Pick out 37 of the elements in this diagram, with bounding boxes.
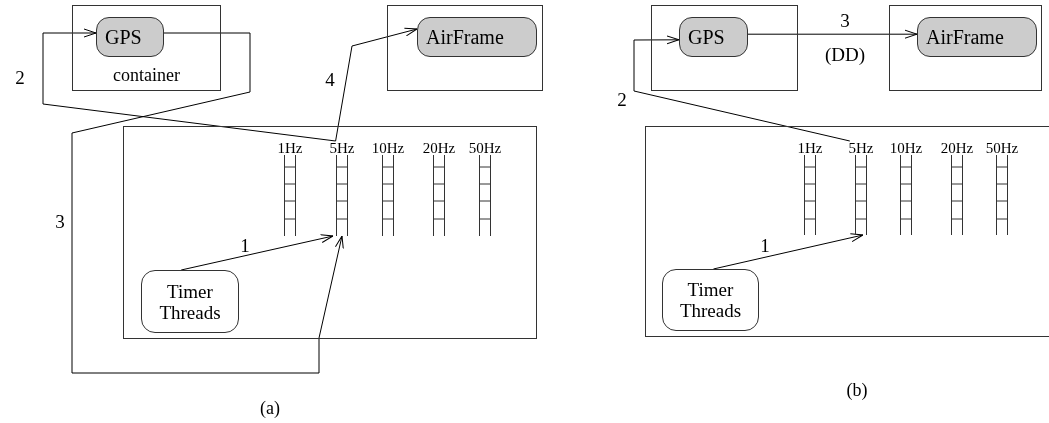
arrow <box>747 29 918 39</box>
frame-box <box>651 5 798 91</box>
container-box <box>72 5 221 91</box>
queue-label: 20Hz <box>421 141 457 156</box>
frame-box <box>645 126 1049 337</box>
arrow <box>71 32 344 374</box>
queue-label: 1Hz <box>796 141 824 156</box>
container-label: container <box>112 65 181 86</box>
component-box: AirFrame <box>417 17 537 57</box>
edge-label: 2 <box>15 68 25 88</box>
queue-label: 20Hz <box>939 141 975 156</box>
edge-label: 4 <box>325 70 335 90</box>
component-box: AirFrame <box>917 17 1037 57</box>
arrow <box>633 35 851 142</box>
edge-label: 3 (DD) <box>823 9 867 67</box>
queue-label: 10Hz <box>370 141 406 156</box>
queue-label: 5Hz <box>328 141 356 156</box>
queue-label: 1Hz <box>276 141 304 156</box>
process-box: Timer Threads <box>662 269 759 331</box>
frame-box <box>889 5 1042 91</box>
arrow <box>335 27 418 142</box>
edge-label: 3 <box>55 212 65 232</box>
component-box: GPS <box>96 17 164 57</box>
edge-label: 1 <box>760 236 770 256</box>
queue-label: 10Hz <box>888 141 924 156</box>
component-box: GPS <box>679 17 748 57</box>
frame-box <box>387 5 543 91</box>
edge-label: 1 <box>240 236 250 256</box>
queue-label: 50Hz <box>467 141 503 156</box>
frame-box <box>123 126 537 339</box>
subfigure-caption: (a) <box>260 398 280 418</box>
queue-label: 50Hz <box>984 141 1020 156</box>
arrow <box>42 28 337 142</box>
queue-label: 5Hz <box>847 141 875 156</box>
edge-label: 2 <box>617 90 627 110</box>
process-box: Timer Threads <box>141 270 239 333</box>
subfigure-caption: (b) <box>846 380 868 400</box>
